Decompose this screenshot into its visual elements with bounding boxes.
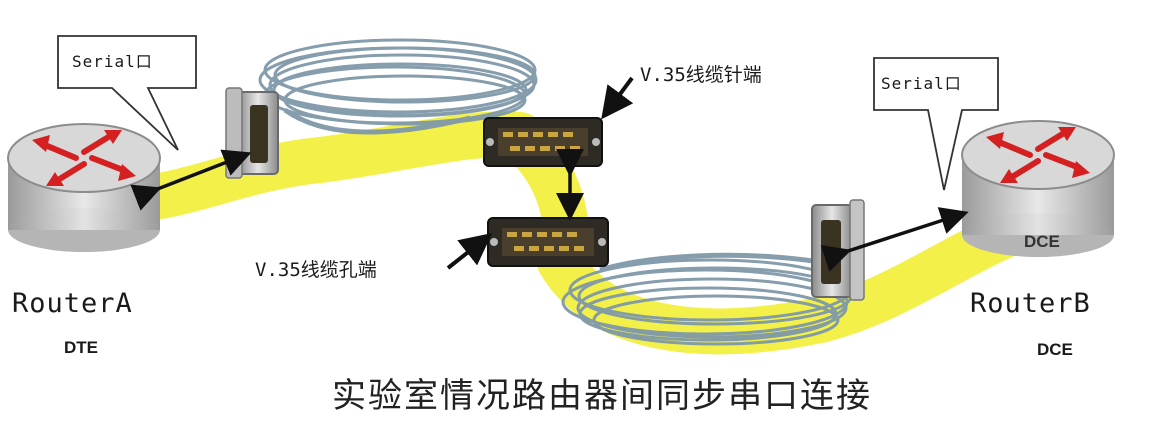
v35-female-connector — [487, 217, 609, 267]
router-a-name: RouterA — [12, 288, 133, 319]
router-a-icon — [7, 123, 161, 252]
router-b-name: RouterB — [970, 288, 1091, 319]
double-arrows — [130, 149, 969, 272]
v35-male-end-label: V.35线缆针端 — [640, 64, 762, 86]
db-serial-connector-a — [225, 87, 279, 179]
router-b-role: DCE — [1037, 340, 1073, 359]
callout-bubble-a — [57, 35, 197, 151]
router-a-port-callout: Serial口 — [72, 52, 153, 71]
v35-male-connector — [483, 117, 603, 167]
router-a-role: DTE — [64, 338, 98, 357]
router-b-port-callout: Serial口 — [881, 74, 962, 93]
router-b-icon — [961, 120, 1115, 257]
v35-female-end-label: V.35线缆孔端 — [255, 259, 377, 281]
callout-bubble-b — [873, 57, 999, 191]
diagram-caption: 实验室情况路由器间同步串口连接 — [332, 376, 872, 416]
arrow-router-a-to-plug — [130, 149, 252, 211]
pointer-male-label — [601, 76, 634, 120]
arrow-plug-to-router-b — [820, 207, 969, 272]
pointer-female-label — [446, 233, 493, 270]
label-pointers — [446, 76, 634, 270]
router-b-role-on-icon: DCE — [1024, 232, 1060, 251]
